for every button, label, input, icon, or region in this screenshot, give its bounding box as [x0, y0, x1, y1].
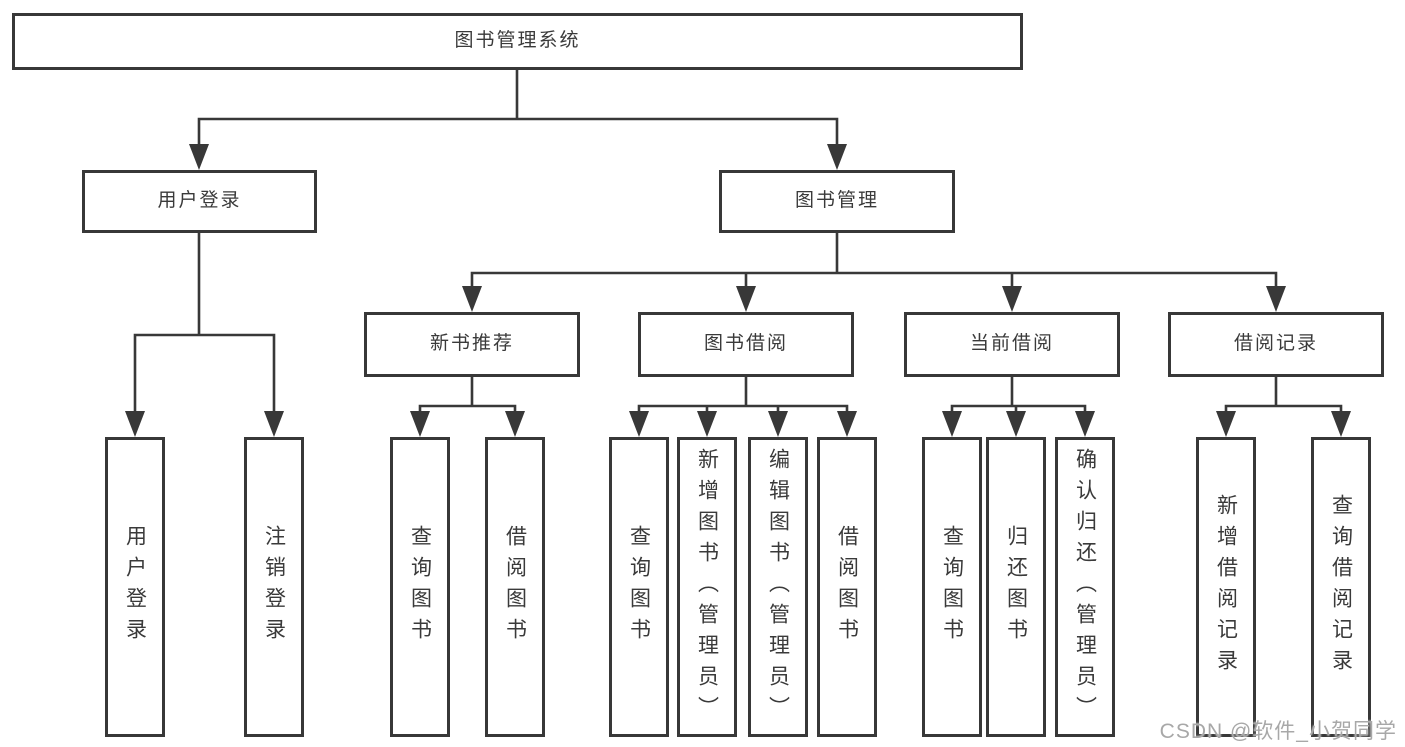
- leaf-add-borrow-record: 新增借阅记录: [1196, 437, 1256, 737]
- leaf-label: 确认归还（管理员）: [1073, 447, 1097, 727]
- node-book-borrowing: 图书借阅: [638, 312, 854, 377]
- leaf-confirm-return-admin: 确认归还（管理员）: [1055, 437, 1115, 737]
- leaf-label: 查询图书: [627, 525, 651, 649]
- node-label: 用户登录: [157, 190, 242, 212]
- node-borrowing-records: 借阅记录: [1168, 312, 1384, 377]
- leaf-borrow-books-recommend: 借阅图书: [485, 437, 545, 737]
- leaf-label: 新增图书（管理员）: [695, 447, 719, 727]
- leaf-query-books-borrowing: 查询图书: [609, 437, 669, 737]
- leaf-label: 查询图书: [408, 525, 432, 649]
- arrowhead-icons: [125, 144, 1351, 437]
- leaf-label: 注销登录: [262, 525, 286, 649]
- node-new-book-recommendation: 新书推荐: [364, 312, 580, 377]
- leaf-label: 借阅图书: [503, 525, 527, 649]
- node-book-management: 图书管理: [719, 170, 955, 233]
- leaf-query-borrow-record: 查询借阅记录: [1311, 437, 1371, 737]
- leaf-label: 编辑图书（管理员）: [766, 447, 790, 727]
- leaf-label: 查询图书: [940, 525, 964, 649]
- leaf-label: 查询借阅记录: [1329, 494, 1353, 680]
- leaf-label: 归还图书: [1004, 525, 1028, 649]
- leaf-label: 新增借阅记录: [1214, 494, 1238, 680]
- node-label: 图书管理: [794, 190, 879, 212]
- node-label: 新书推荐: [429, 333, 514, 355]
- node-current-borrowing: 当前借阅: [904, 312, 1120, 377]
- connector-lines: [133, 68, 1343, 415]
- leaf-add-book-admin: 新增图书（管理员）: [677, 437, 737, 737]
- leaf-query-books-recommend: 查询图书: [390, 437, 450, 737]
- node-label: 借阅记录: [1233, 333, 1318, 355]
- leaf-logout: 注销登录: [244, 437, 304, 737]
- leaf-edit-book-admin: 编辑图书（管理员）: [748, 437, 808, 737]
- node-label: 当前借阅: [969, 333, 1054, 355]
- node-library-management-system: 图书管理系统: [12, 13, 1023, 70]
- leaf-query-books-current: 查询图书: [922, 437, 982, 737]
- node-user-login: 用户登录: [82, 170, 317, 233]
- csdn-watermark: CSDN @软件_小贺同学: [1159, 720, 1397, 743]
- leaf-borrow-books-borrowing: 借阅图书: [817, 437, 877, 737]
- leaf-label: 借阅图书: [835, 525, 859, 649]
- leaf-user-login: 用户登录: [105, 437, 165, 737]
- node-label: 图书管理系统: [454, 30, 581, 52]
- node-label: 图书借阅: [703, 333, 788, 355]
- leaf-label: 用户登录: [123, 525, 147, 649]
- leaf-return-books: 归还图书: [986, 437, 1046, 737]
